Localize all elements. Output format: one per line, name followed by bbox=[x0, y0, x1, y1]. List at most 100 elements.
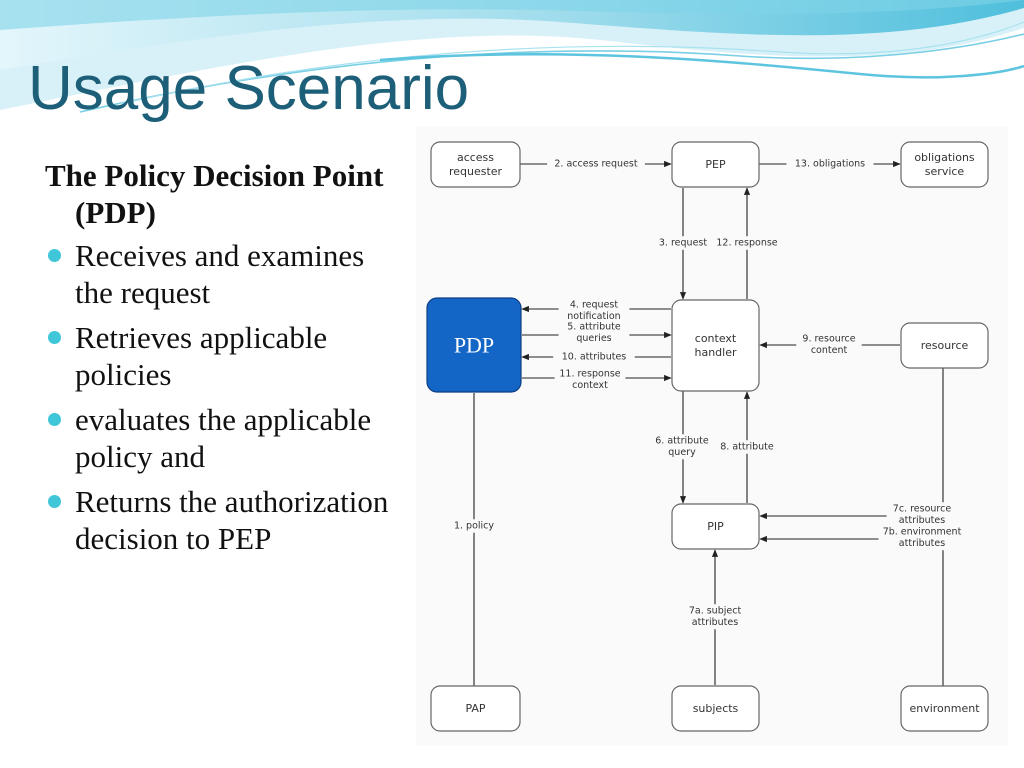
bullet-item: Retrieves applicable policies bbox=[45, 319, 390, 393]
node-access-requester-label: access bbox=[457, 151, 494, 164]
bullet-dot-icon bbox=[48, 413, 61, 426]
text-content: The Policy Decision Point (PDP) Receives… bbox=[45, 157, 390, 565]
bullet-text: Returns the authorization decision to PE… bbox=[75, 484, 389, 556]
edge-label-attribute-text: 8. attribute bbox=[720, 442, 774, 453]
edge-label-subject-attributes-text: 7a. subject bbox=[689, 606, 742, 617]
edge-label-resource-attributes-bg bbox=[886, 502, 958, 528]
edge-label-resource-content-bg bbox=[796, 332, 862, 358]
bullet-dot-icon bbox=[48, 249, 61, 262]
edge-label-environment-attributes-text: 7b. environment bbox=[883, 527, 962, 538]
edge-label-request-notification-bg bbox=[558, 298, 630, 324]
edge-label-attributes: 10. attributes bbox=[553, 350, 635, 364]
edge-label-obligations-text: 13. obligations bbox=[795, 159, 865, 170]
bullet-item: Receives and examines the request bbox=[45, 237, 390, 311]
edge-label-request: 3. request bbox=[653, 236, 713, 250]
subheading: The Policy Decision Point (PDP) bbox=[45, 158, 384, 230]
edge-label-attribute-bg bbox=[711, 440, 783, 454]
edge-label-attributes-text: 10. attributes bbox=[562, 352, 627, 363]
node-obligations-service-label: obligations bbox=[914, 151, 975, 164]
edge-label-attribute-query-bg bbox=[646, 434, 718, 460]
edge-label-request-text: 3. request bbox=[659, 238, 707, 249]
bullet-text: Retrieves applicable policies bbox=[75, 320, 328, 392]
node-resource-label: resource bbox=[921, 339, 969, 352]
bullet-text: Receives and examines the request bbox=[75, 238, 365, 310]
node-pep-box bbox=[671, 141, 760, 188]
node-subjects: subjects bbox=[671, 685, 760, 732]
edge-label-response-context-text: 11. response bbox=[559, 369, 620, 380]
node-environment-box bbox=[900, 685, 989, 732]
node-environment: environment bbox=[900, 685, 989, 732]
edge-label-access-request-text: 2. access request bbox=[554, 159, 638, 170]
edge-label-resource-attributes-text: 7c. resource bbox=[893, 504, 952, 515]
edge-label-request-notification-text: 4. request bbox=[570, 300, 618, 311]
edge-label-resource-content-text: 9. resource bbox=[802, 334, 855, 345]
edge-label-attribute-queries-text: 5. attribute bbox=[567, 322, 621, 333]
node-pdp-label: PDP bbox=[454, 333, 494, 358]
edge-label-obligations-bg bbox=[786, 157, 874, 171]
node-pip-box bbox=[671, 503, 760, 550]
bullet-item: evaluates the applicable policy and bbox=[45, 401, 390, 475]
node-pap: PAP bbox=[430, 685, 521, 732]
edge-label-obligations: 13. obligations bbox=[786, 157, 874, 171]
node-access-requester-label: requester bbox=[449, 165, 503, 178]
edge-label-attributes-bg bbox=[553, 350, 635, 364]
edge-label-access-request: 2. access request bbox=[547, 157, 645, 171]
edge-label-attribute-queries-text: queries bbox=[576, 333, 611, 344]
node-subjects-label: subjects bbox=[693, 702, 739, 715]
node-pdp: PDP bbox=[426, 297, 522, 393]
edge-label-subject-attributes-bg bbox=[682, 604, 748, 630]
edge-label-response-context-bg bbox=[554, 367, 626, 393]
bullet-dot-icon bbox=[48, 495, 61, 508]
node-pip-label: PIP bbox=[707, 520, 724, 533]
bullet-dot-icon bbox=[48, 331, 61, 344]
node-resource: resource bbox=[900, 322, 989, 369]
node-subjects-box bbox=[671, 685, 760, 732]
node-context-handler-label: handler bbox=[694, 346, 736, 359]
node-pap-label: PAP bbox=[465, 702, 485, 715]
edge-label-policy-bg bbox=[446, 519, 502, 533]
edge-label-attribute: 8. attribute bbox=[711, 440, 783, 454]
edge-label-response-bg bbox=[711, 236, 783, 250]
node-context-handler-label: context bbox=[695, 332, 737, 345]
node-environment-label: environment bbox=[909, 702, 980, 715]
node-obligations-service-label: service bbox=[925, 165, 965, 178]
edge-label-access-request-bg bbox=[547, 157, 645, 171]
edge-label-attribute-query-text: 6. attribute bbox=[655, 436, 709, 447]
edge-label-environment-attributes-text: attributes bbox=[899, 538, 945, 549]
header-wave-decoration bbox=[0, 0, 1024, 113]
edge-label-attribute-query-text: query bbox=[668, 447, 696, 458]
edge-label-subject-attributes-text: attributes bbox=[692, 617, 738, 628]
node-obligations-service-box bbox=[900, 141, 989, 188]
edge-label-request-bg bbox=[653, 236, 713, 250]
edge-label-resource-attributes-text: attributes bbox=[899, 515, 945, 526]
node-pep-label: PEP bbox=[705, 158, 726, 171]
node-pap-box bbox=[430, 685, 521, 732]
edge-label-response-context-text: context bbox=[572, 380, 608, 391]
edge-label-request-notification-text: notification bbox=[567, 311, 620, 322]
bullet-item: Returns the authorization decision to PE… bbox=[45, 483, 390, 557]
node-pep: PEP bbox=[671, 141, 760, 188]
node-pip: PIP bbox=[671, 503, 760, 550]
edge-label-resource-content-text: content bbox=[811, 345, 848, 356]
slide-title: Usage Scenario bbox=[28, 54, 470, 123]
bullet-list: Receives and examines the request Retrie… bbox=[45, 237, 390, 557]
edge-label-policy-text: 1. policy bbox=[454, 521, 494, 532]
edge-label-response: 12. response bbox=[711, 236, 783, 250]
node-context-handler-box bbox=[671, 299, 760, 392]
edge-labels: 2. access request 13. obligations 3. reque… bbox=[446, 157, 966, 630]
bullet-text: evaluates the applicable policy and bbox=[75, 402, 372, 474]
node-pdp-box bbox=[426, 297, 522, 393]
